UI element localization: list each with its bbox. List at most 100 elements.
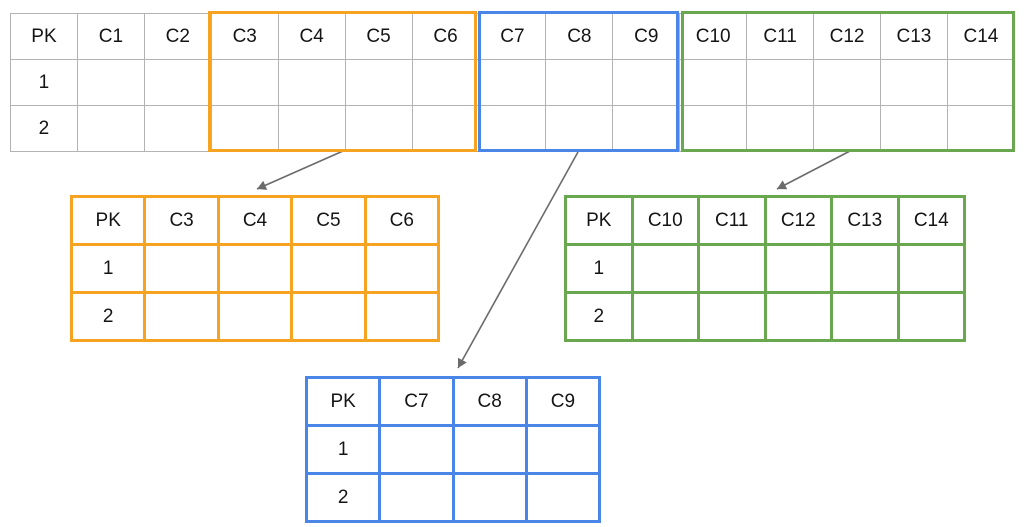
arrow-to-c7-c9-table bbox=[457, 151, 579, 369]
empty-data-cell bbox=[290, 291, 367, 342]
empty-data-cell bbox=[76, 59, 145, 106]
column-header-cell: C8 bbox=[545, 13, 614, 60]
empty-data-cell bbox=[746, 59, 815, 106]
column-header-cell: C5 bbox=[290, 195, 367, 246]
empty-data-cell bbox=[612, 59, 681, 106]
column-header-cell: C7 bbox=[478, 13, 547, 60]
empty-data-cell bbox=[630, 291, 700, 342]
column-header-cell: PK bbox=[304, 376, 382, 427]
column-header-cell: C12 bbox=[763, 195, 833, 246]
data-row: 1 bbox=[564, 243, 966, 294]
empty-data-cell bbox=[210, 105, 279, 152]
empty-data-cell bbox=[830, 291, 900, 342]
column-header-cell: C1 bbox=[76, 13, 145, 60]
column-header-cell: C3 bbox=[210, 13, 279, 60]
column-header-cell: C7 bbox=[378, 376, 455, 427]
empty-data-cell bbox=[813, 105, 881, 152]
column-header-cell: C13 bbox=[879, 13, 948, 60]
row-key-cell: 2 bbox=[564, 291, 634, 342]
empty-data-cell bbox=[378, 472, 455, 523]
column-header-cell: C14 bbox=[946, 13, 1016, 60]
empty-data-cell bbox=[896, 243, 966, 294]
empty-data-cell bbox=[879, 105, 948, 152]
empty-data-cell bbox=[763, 243, 833, 294]
empty-data-cell bbox=[411, 59, 480, 106]
empty-data-cell bbox=[946, 59, 1016, 106]
column-header-cell: C10 bbox=[630, 195, 700, 246]
empty-data-cell bbox=[143, 105, 212, 152]
empty-data-cell bbox=[830, 243, 900, 294]
empty-data-cell bbox=[143, 291, 220, 342]
column-header-cell: C4 bbox=[216, 195, 294, 246]
column-header-cell: PK bbox=[69, 195, 147, 246]
empty-data-cell bbox=[478, 59, 547, 106]
row-key-cell: 1 bbox=[10, 59, 78, 106]
row-key-cell: 2 bbox=[304, 472, 382, 523]
column-header-cell: C13 bbox=[830, 195, 900, 246]
row-key-cell: 1 bbox=[69, 243, 147, 294]
empty-data-cell bbox=[363, 243, 441, 294]
data-row: 1 bbox=[69, 243, 441, 294]
empty-data-cell bbox=[879, 59, 948, 106]
empty-data-cell bbox=[143, 59, 212, 106]
empty-data-cell bbox=[478, 105, 547, 152]
column-header-cell: C5 bbox=[344, 13, 413, 60]
empty-data-cell bbox=[612, 105, 681, 152]
data-row: 2 bbox=[564, 291, 966, 342]
empty-data-cell bbox=[277, 59, 346, 106]
empty-data-cell bbox=[143, 243, 220, 294]
empty-data-cell bbox=[277, 105, 346, 152]
column-header-cell: C12 bbox=[813, 13, 881, 60]
empty-data-cell bbox=[679, 105, 748, 152]
column-header-cell: C2 bbox=[143, 13, 212, 60]
empty-data-cell bbox=[697, 243, 767, 294]
column-header-cell: C14 bbox=[896, 195, 966, 246]
empty-data-cell bbox=[451, 472, 528, 523]
empty-data-cell bbox=[363, 291, 441, 342]
column-header-cell: C8 bbox=[451, 376, 528, 427]
arrow-to-c3-c6-table bbox=[256, 150, 344, 190]
column-header-cell: C11 bbox=[746, 13, 815, 60]
column-header-cell: C11 bbox=[697, 195, 767, 246]
column-header-cell: PK bbox=[564, 195, 634, 246]
empty-data-cell bbox=[763, 291, 833, 342]
empty-data-cell bbox=[451, 424, 528, 475]
empty-data-cell bbox=[679, 59, 748, 106]
row-key-cell: 1 bbox=[304, 424, 382, 475]
row-key-cell: 2 bbox=[10, 105, 78, 152]
row-key-cell: 1 bbox=[564, 243, 634, 294]
empty-data-cell bbox=[378, 424, 455, 475]
arrow-to-c10-c14-table bbox=[776, 150, 851, 190]
data-row: 2 bbox=[10, 105, 1016, 152]
empty-data-cell bbox=[524, 424, 602, 475]
column-header-cell: C9 bbox=[612, 13, 681, 60]
empty-data-cell bbox=[630, 243, 700, 294]
empty-data-cell bbox=[697, 291, 767, 342]
data-row: 2 bbox=[69, 291, 441, 342]
empty-data-cell bbox=[216, 291, 294, 342]
data-row: 2 bbox=[304, 472, 602, 523]
data-row: 1 bbox=[304, 424, 602, 475]
empty-data-cell bbox=[290, 243, 367, 294]
column-header-cell: C3 bbox=[143, 195, 220, 246]
column-header-cell: C4 bbox=[277, 13, 346, 60]
empty-data-cell bbox=[545, 105, 614, 152]
empty-data-cell bbox=[545, 59, 614, 106]
empty-data-cell bbox=[946, 105, 1016, 152]
column-header-cell: C6 bbox=[411, 13, 480, 60]
empty-data-cell bbox=[344, 105, 413, 152]
empty-data-cell bbox=[344, 59, 413, 106]
column-header-cell: C10 bbox=[679, 13, 748, 60]
empty-data-cell bbox=[216, 243, 294, 294]
empty-data-cell bbox=[76, 105, 145, 152]
empty-data-cell bbox=[896, 291, 966, 342]
